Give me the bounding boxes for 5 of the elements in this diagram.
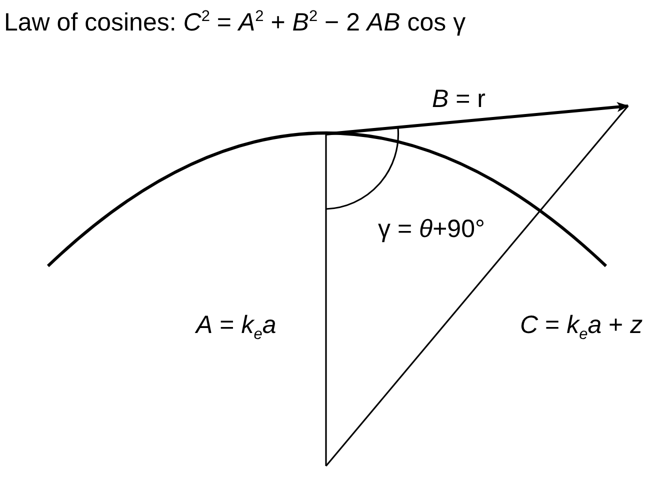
side-label: C = k$_{e}$a + z xyxy=(520,312,643,344)
angle-label: γ = θ+90° xyxy=(378,216,485,244)
side-label: A = k$_{e}$a xyxy=(196,312,276,344)
title: Law of cosines: C$^{2}$ = A$^{2}$ + B$^{2}$ − 2 AB cos γ xyxy=(4,8,466,37)
vector-label: B = r xyxy=(432,86,486,114)
